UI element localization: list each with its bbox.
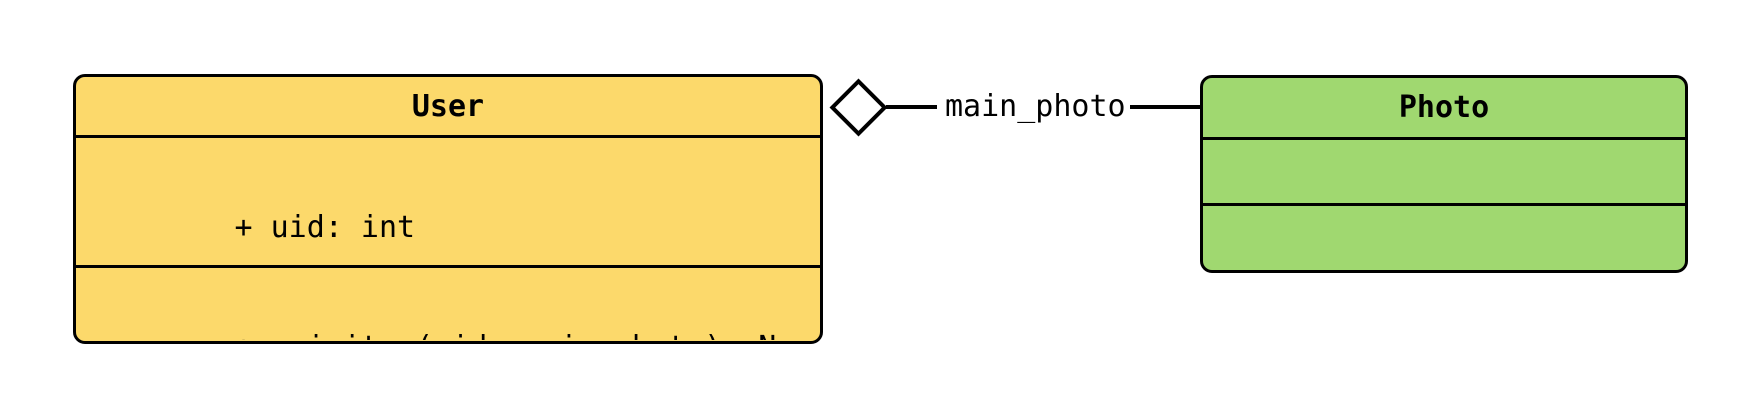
methods-compartment-user: + __init__(uid, main_photo): None — [76, 265, 820, 340]
attribute-text: + uid: int — [234, 210, 416, 245]
class-node-user: User + uid: int + main_photo: Photo + __… — [73, 74, 823, 344]
edge-line-segment-right — [1130, 105, 1200, 109]
edge-line-segment-left — [886, 105, 937, 109]
class-title-photo: Photo — [1203, 78, 1685, 137]
method-text: + __init__(uid, main_photo): None — [235, 330, 821, 340]
attribute-line: + uid: int — [90, 168, 820, 265]
aggregation-diamond-icon — [829, 78, 887, 136]
edge-label: main_photo — [945, 89, 1126, 124]
class-title-user: User — [76, 77, 820, 135]
methods-compartment-photo — [1203, 203, 1685, 269]
attributes-compartment-photo — [1203, 137, 1685, 203]
class-node-photo: Photo — [1200, 75, 1688, 273]
class-name-photo: Photo — [1398, 90, 1490, 125]
class-name-user: User — [411, 88, 485, 124]
attributes-compartment-user: + uid: int + main_photo: Photo — [76, 135, 820, 265]
method-line: + __init__(uid, main_photo): None — [90, 288, 821, 340]
